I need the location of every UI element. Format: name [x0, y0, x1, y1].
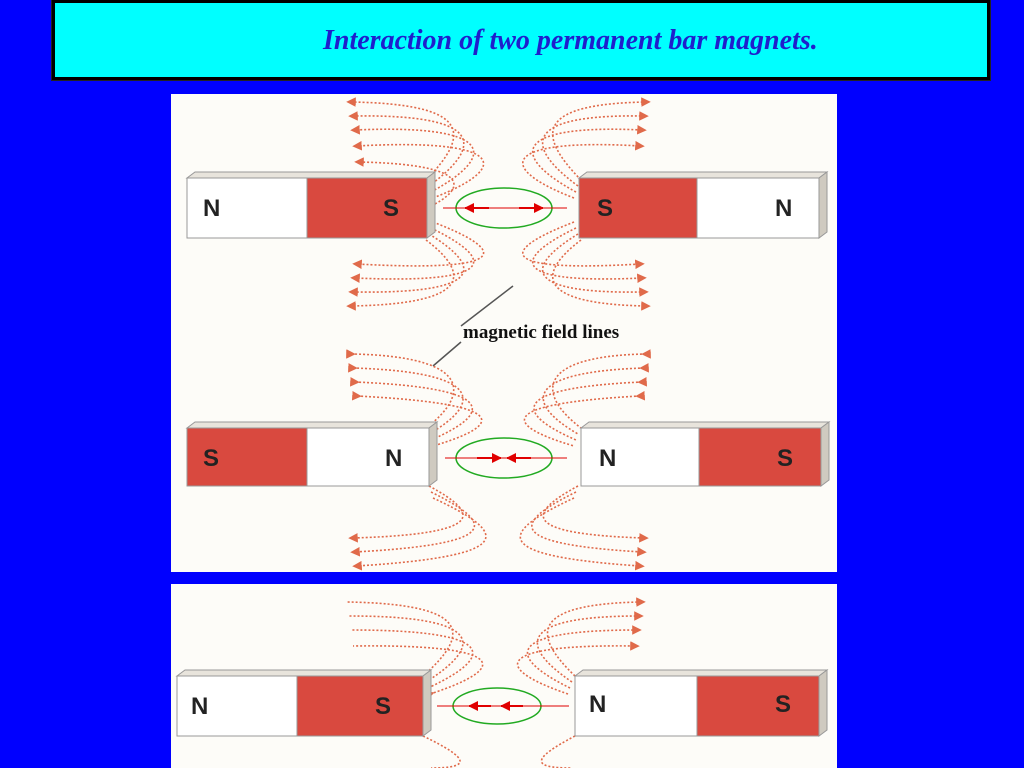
- diagram-panel-bottom: N S N S: [171, 584, 837, 768]
- field-lines-pair-2: [346, 349, 651, 571]
- force-indicator-pair-1: [443, 187, 567, 229]
- field-lines-callout: magnetic field lines: [432, 285, 619, 367]
- pole-label: N: [191, 693, 208, 720]
- pole-label: S: [775, 691, 791, 718]
- pole-label: S: [597, 195, 613, 222]
- pole-label: N: [385, 445, 402, 472]
- force-indicator-pair-3: [437, 687, 569, 725]
- force-indicator-pair-2: [445, 437, 567, 479]
- callout-label: magnetic field lines: [463, 322, 619, 343]
- field-lines-pair-1: [346, 97, 651, 311]
- magnet-pair-1-left: N S: [185, 171, 437, 239]
- magnet-pair-2-left: S N: [185, 421, 439, 487]
- pole-label: S: [203, 445, 219, 472]
- pole-label: N: [203, 195, 220, 222]
- pole-label: S: [375, 693, 391, 720]
- magnets-diagram-bottom: N S N S: [175, 597, 829, 768]
- magnet-pair-3-left: N S: [175, 669, 433, 737]
- title-box: Interaction of two permanent bar magnets…: [52, 0, 990, 80]
- magnet-pair-2-right: N S: [579, 421, 831, 487]
- pole-label: N: [589, 691, 606, 718]
- field-lines-pair-3: [346, 597, 646, 768]
- diagram-panel-top: N S S N magn: [171, 94, 837, 572]
- magnets-diagram-top: N S S N magn: [185, 97, 831, 571]
- pole-label: N: [599, 445, 616, 472]
- magnet-pair-3-right: N S: [573, 669, 829, 737]
- slide-title: Interaction of two permanent bar magnets…: [323, 25, 818, 56]
- pole-label: N: [775, 195, 792, 222]
- pole-label: S: [777, 445, 793, 472]
- magnet-pair-1-right: S N: [577, 171, 829, 239]
- pole-label: S: [383, 195, 399, 222]
